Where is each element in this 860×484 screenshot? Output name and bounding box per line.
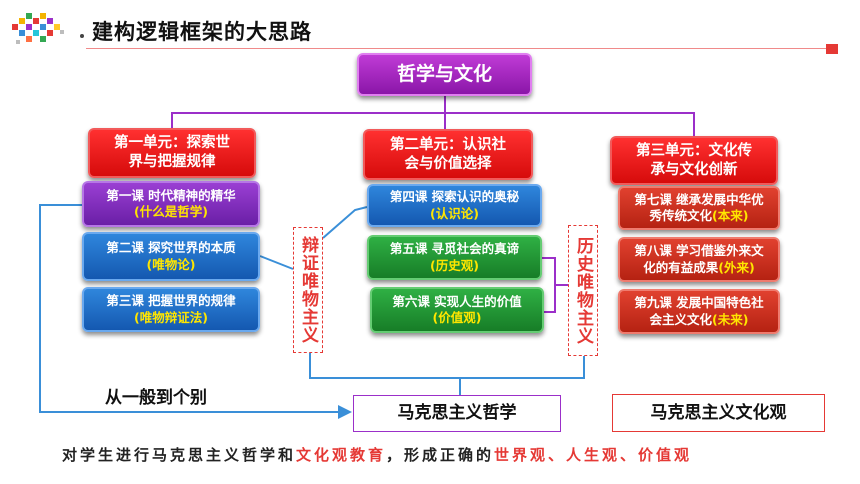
lesson-9-title2: 会主义文化 (649, 311, 713, 327)
footer-part1: 对学生进行马克思主义哲学和 (62, 446, 297, 464)
unit-2-node: 第二单元：认识社 会与价值选择 (363, 129, 533, 180)
marxist-culture-label: 马克思主义文化观 (650, 402, 787, 423)
lesson-8-sub: (外来) (718, 259, 755, 275)
title-bullet (80, 34, 84, 38)
lesson-6-sub: (价值观) (432, 310, 482, 325)
unit-1-line1: 第一单元：探索世 (114, 135, 230, 152)
footer-part4: 世界观、人生观、价值观 (494, 446, 693, 464)
root-label: 哲学与文化 (396, 63, 492, 86)
lesson-7-node: 第七课 继承发展中华优 秀传统文化(本来) (618, 186, 780, 230)
lesson-1-node: 第一课 时代精神的精华 (什么是哲学) (82, 181, 260, 227)
unit-2-line1: 第二单元：认识社 (390, 136, 506, 153)
colorful-cube-logo (12, 13, 64, 44)
lesson-8-title: 第八课 学习借鉴外来文 (634, 243, 764, 259)
unit-1-node: 第一单元：探索世 界与把握规律 (88, 128, 256, 178)
lesson-8-node: 第八课 学习借鉴外来文 化的有益成果(外来) (618, 237, 780, 282)
title-corner-mark (826, 44, 838, 54)
lesson-9-node: 第九课 发展中国特色社 会主义文化(未来) (618, 289, 780, 334)
footer-part3: ，形成正确的 (386, 446, 495, 464)
lesson-5-node: 第五课 寻觅社会的真谛 (历史观) (367, 235, 542, 280)
footer-part2: 文化观教育 (296, 446, 387, 464)
lesson-4-title: 第四课 探索认识的奥秘 (389, 189, 520, 205)
lesson-6-node: 第六课 实现人生的价值 (价值观) (370, 287, 544, 333)
unit-2-line2: 会与价值选择 (404, 155, 492, 172)
lesson-1-title: 第一课 时代精神的精华 (106, 187, 236, 203)
marxist-philosophy-box: 马克思主义哲学 (353, 395, 561, 432)
lesson-1-sub: (什么是哲学) (134, 204, 208, 219)
lesson-4-sub: (认识论) (430, 205, 479, 221)
marxist-philosophy-label: 马克思主义哲学 (397, 403, 517, 424)
general-to-specific-label: 从一般到个别 (105, 388, 207, 408)
lesson-6-title: 第六课 实现人生的价值 (392, 293, 522, 309)
lesson-3-title: 第三课 把握世界的规律 (106, 293, 236, 309)
title-underline (86, 48, 826, 49)
lesson-7-sub: (本来) (712, 208, 749, 223)
lesson-4-node: 第四课 探索认识的奥秘 (认识论) (367, 184, 542, 227)
lesson-2-sub: (唯物论) (146, 256, 196, 272)
unit-1-line2: 界与把握规律 (128, 154, 216, 170)
lesson-8-title2: 化的有益成果 (643, 259, 719, 275)
page-title: 建构逻辑框架的大思路 (92, 20, 312, 44)
lesson-9-sub: (未来) (712, 311, 749, 327)
lesson-3-node: 第三课 把握世界的规律 (唯物辩证法) (82, 287, 260, 332)
lesson-7-title2: 秀传统文化 (649, 208, 713, 223)
footer-statement: 对学生进行马克思主义哲学和文化观教育，形成正确的世界观、人生观、价值观 (62, 444, 692, 465)
lesson-3-sub: (唯物辩证法) (134, 309, 208, 325)
lesson-5-title: 第五课 寻觅社会的真谛 (389, 241, 520, 257)
lesson-2-node: 第二课 探究世界的本质 (唯物论) (82, 232, 260, 281)
historical-materialism-label: 历史唯物主义 (568, 225, 598, 356)
unit-3-line1: 第三单元：文化传 (636, 142, 752, 159)
lesson-2-title: 第二课 探究世界的本质 (106, 240, 236, 256)
lesson-7-title: 第七课 继承发展中华优 (634, 191, 764, 207)
unit-3-node: 第三单元：文化传 承与文化创新 (610, 136, 778, 185)
lesson-9-title: 第九课 发展中国特色社 (634, 295, 764, 311)
root-node: 哲学与文化 (357, 53, 532, 96)
dialectical-materialism-label: 辩证唯物主义 (293, 227, 323, 353)
marxist-culture-box: 马克思主义文化观 (612, 394, 825, 432)
unit-3-line2: 承与文化创新 (650, 161, 738, 178)
lesson-5-sub: (历史观) (430, 257, 479, 273)
